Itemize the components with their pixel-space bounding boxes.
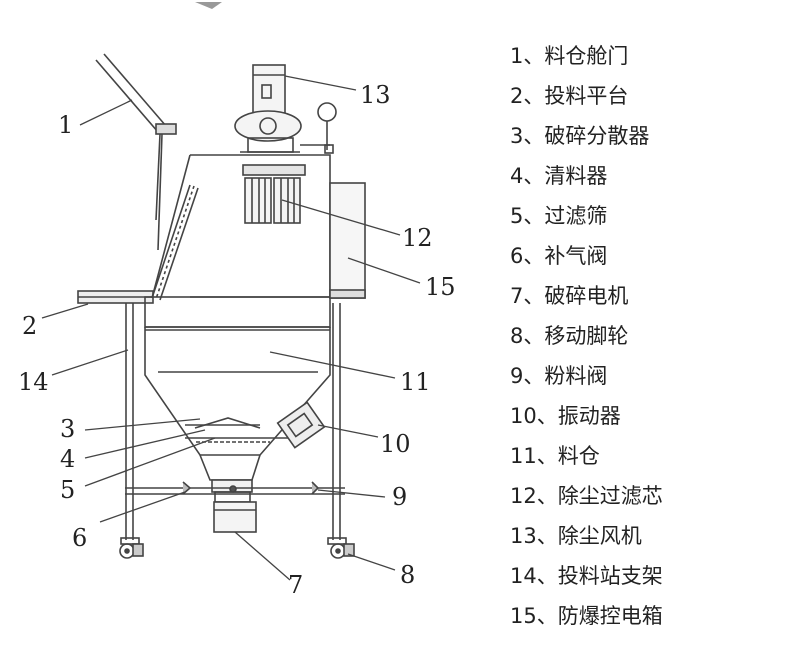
legend-item: 5、过滤筛 [510, 204, 608, 228]
vibrator [276, 401, 326, 449]
crusher-motor [213, 501, 257, 533]
legend-item: 11、料仓 [510, 444, 600, 468]
leader-lines [41, 75, 421, 581]
support-frame [120, 303, 347, 545]
callout-10: 10 [380, 430, 411, 458]
legend-item: 1、料仓舱门 [510, 44, 629, 68]
legend-item: 10、振动器 [510, 404, 621, 428]
callout-11: 11 [400, 368, 431, 396]
outlet [199, 454, 261, 503]
callout-14: 14 [18, 368, 49, 396]
callout-2: 2 [22, 312, 37, 340]
legend-item: 9、粉料阀 [510, 364, 608, 388]
legend-item: 3、破碎分散器 [510, 124, 650, 148]
callout-4: 4 [60, 445, 75, 473]
callout-3: 3 [60, 415, 75, 443]
callout-5: 5 [60, 476, 75, 504]
legend-item: 2、投料平台 [510, 84, 629, 108]
callout-6: 6 [72, 524, 87, 552]
callout-9: 9 [392, 483, 407, 511]
legend-item: 7、破碎电机 [510, 284, 629, 308]
legend-item: 12、除尘过滤芯 [510, 484, 663, 508]
legend-item: 6、补气阀 [510, 244, 608, 268]
casters [119, 543, 355, 559]
callout-12: 12 [402, 224, 433, 252]
callout-1: 1 [58, 111, 73, 139]
parts-legend: 1、料仓舱门 2、投料平台 3、破碎分散器 4、清料器 5、过滤筛 6、补气阀 … [510, 36, 780, 636]
legend-item: 4、清料器 [510, 164, 608, 188]
callout-7: 7 [288, 571, 303, 599]
hopper-door [95, 53, 177, 251]
legend-item: 14、投料站支架 [510, 564, 663, 588]
callout-numbers: 1 2 3 4 5 6 7 8 9 10 11 12 13 14 15 [18, 81, 456, 599]
callout-8: 8 [400, 561, 415, 589]
feeding-platform [77, 290, 154, 304]
legend-item: 15、防爆控电箱 [510, 604, 663, 628]
callout-15: 15 [425, 273, 456, 301]
crusher-disperser [185, 417, 290, 443]
callout-13: 13 [360, 81, 391, 109]
dust-filter-cartridges [242, 164, 306, 224]
legend-item: 8、移动脚轮 [510, 324, 629, 348]
valve-bar [125, 481, 345, 495]
filter-screen [151, 184, 199, 301]
dust-fan [234, 64, 337, 154]
control-box [329, 182, 366, 299]
legend-item: 13、除尘风机 [510, 524, 642, 548]
